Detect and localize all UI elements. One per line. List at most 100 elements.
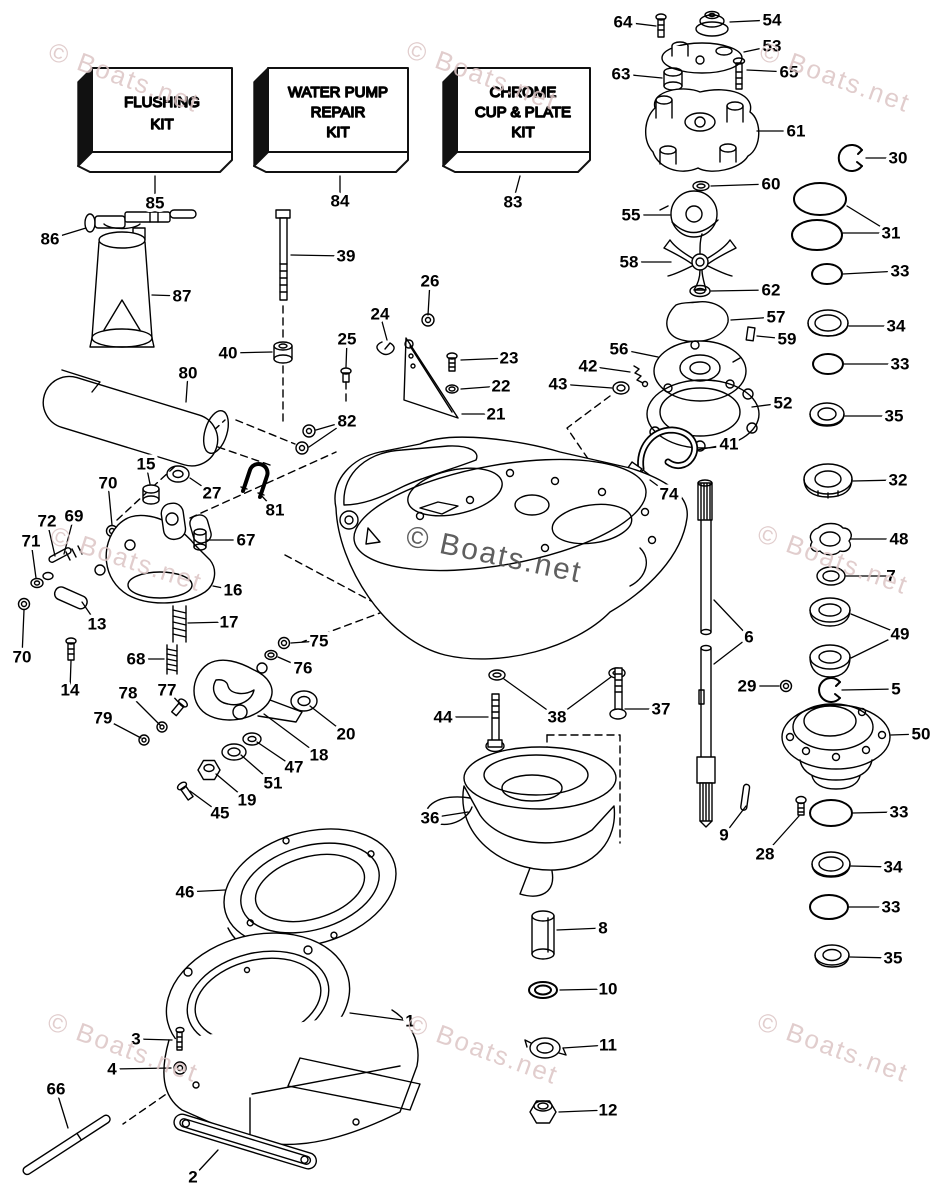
part-79-nut	[138, 734, 150, 746]
assembly-dashed-lines	[116, 305, 621, 1139]
callout-61: 61	[787, 122, 806, 141]
callout-26: 26	[421, 272, 440, 291]
leader-line-32	[852, 479, 899, 482]
part-35-seal-b	[814, 944, 850, 968]
part-28-bolt	[795, 795, 807, 816]
part-33-oring-b	[812, 353, 844, 375]
leader-line-40	[227, 351, 273, 354]
part-76-washer	[264, 649, 278, 661]
leader-line-14	[69, 660, 72, 691]
part-33-oring-a	[811, 263, 843, 285]
callout-33: 33	[891, 262, 910, 281]
callout-77: 77	[158, 681, 177, 700]
kit-label-line: WATER PUMP	[288, 84, 388, 101]
part-66-rod	[22, 1114, 111, 1176]
callout-30: 30	[889, 149, 908, 168]
callout-6: 6	[744, 628, 753, 647]
callout-39: 39	[337, 247, 356, 266]
part-5-retaining-ring	[818, 677, 841, 703]
leader-line-51	[240, 754, 274, 784]
part-64-screw	[655, 13, 667, 38]
leader-line-23	[460, 357, 510, 361]
leader-line-62	[710, 289, 772, 292]
callout-70: 70	[13, 648, 32, 667]
callout-66: 66	[47, 1080, 66, 1099]
leader-line-9	[723, 805, 747, 836]
callout-40: 40	[219, 344, 238, 363]
leader-line-46	[184, 889, 226, 893]
part-87-flushing-cone	[89, 223, 155, 348]
callout-5: 5	[891, 680, 900, 699]
callout-45: 45	[211, 804, 230, 823]
leader-line-70	[107, 482, 113, 526]
part-8-spacer	[531, 910, 555, 960]
callout-57: 57	[767, 308, 786, 327]
leader-line-87	[151, 294, 183, 297]
leader-line-28	[764, 815, 800, 855]
callout-38: 38	[548, 708, 567, 727]
part-31-orings	[791, 182, 847, 251]
leader-line-57	[730, 316, 777, 321]
part-48-star-washer	[809, 522, 852, 556]
part-30-retaining-ring	[837, 144, 863, 172]
part-49-bearings	[809, 597, 851, 678]
part-14-screw	[65, 637, 77, 661]
part-20-grommet	[290, 690, 318, 712]
part-39-bolt	[275, 209, 291, 301]
leader-line-83	[512, 175, 521, 203]
leader-line-24	[379, 313, 388, 341]
part-56-plate	[653, 340, 747, 402]
callout-85: 85	[146, 194, 165, 213]
leader-line-76	[277, 656, 304, 669]
part-45-screw	[176, 781, 194, 801]
leader-line-82	[315, 420, 348, 431]
part-33-oring-d	[809, 894, 849, 920]
part-86-flushing-tool	[84, 209, 197, 241]
leader-line-49	[850, 633, 901, 659]
part-42-screw-spring	[633, 365, 649, 388]
callout-15: 15	[137, 455, 156, 474]
part-54-grommet	[695, 10, 729, 37]
leader-line-10	[559, 988, 609, 991]
part-17-spring	[172, 605, 187, 643]
leader-line-42	[587, 365, 631, 373]
callout-76: 76	[294, 659, 313, 678]
callout-87: 87	[173, 287, 192, 306]
callout-50: 50	[912, 725, 931, 744]
part-46-flange	[223, 828, 397, 962]
leader-line-78	[127, 692, 161, 726]
part-77-screw	[171, 698, 188, 717]
part-61-pump-housing	[645, 88, 760, 172]
part-10-washer	[528, 981, 558, 999]
callout-33: 33	[882, 898, 901, 917]
leader-line-19	[215, 773, 248, 801]
leader-line-70	[21, 609, 25, 658]
callout-34: 34	[884, 858, 903, 877]
part-52-gasket-plate	[646, 379, 760, 452]
callout-67: 67	[237, 531, 256, 550]
callout-53: 53	[763, 37, 782, 56]
part-13-roller	[53, 586, 88, 610]
callout-2: 2	[188, 1168, 197, 1187]
callout-23: 23	[500, 349, 519, 368]
leader-line-56	[618, 348, 659, 358]
leader-line-18	[263, 713, 320, 756]
callout-4: 4	[107, 1060, 117, 1079]
leader-line-65	[746, 69, 790, 73]
part-59-key	[745, 326, 756, 342]
callout-71: 71	[22, 532, 41, 551]
leader-line-49	[850, 613, 901, 635]
kit-label-line: REPAIR	[311, 104, 366, 121]
leader-line-38	[503, 678, 558, 718]
callout-69: 69	[65, 507, 84, 526]
part-16-mount-bracket	[94, 502, 216, 604]
callout-52: 52	[774, 394, 793, 413]
kit-box-water-pump-repair: WATER PUMP REPAIR KIT	[253, 67, 409, 173]
callout-54: 54	[763, 11, 782, 30]
part-3-stud	[175, 1026, 185, 1051]
part-71-washers	[30, 571, 54, 589]
part-34-seal-a	[807, 309, 849, 337]
callout-17: 17	[220, 613, 239, 632]
callout-33: 33	[890, 803, 909, 822]
part-29-nut	[779, 679, 793, 693]
